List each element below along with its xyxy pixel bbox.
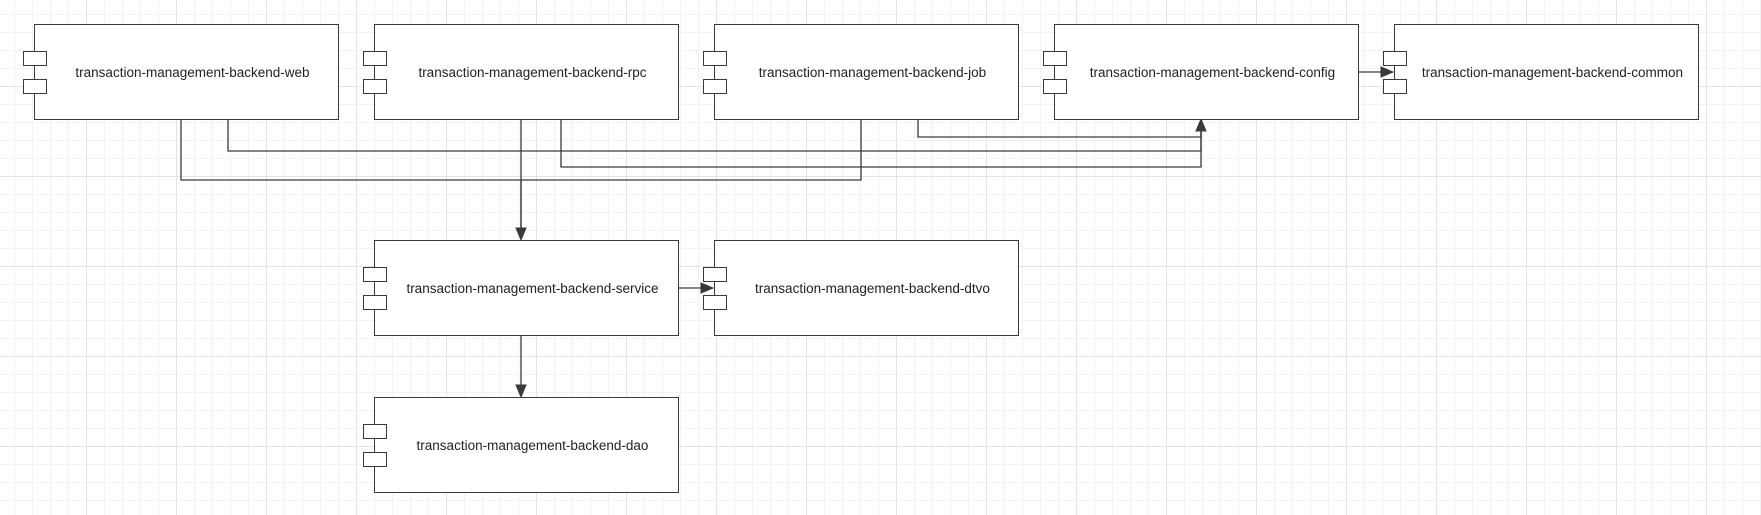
edge-arrowhead-config bbox=[1195, 117, 1207, 132]
edge-job-to-config bbox=[917, 120, 1202, 138]
component-label: transaction-management-backend-service bbox=[406, 280, 659, 296]
edge-rpc-to-config bbox=[560, 120, 1202, 168]
component-label: transaction-management-backend-dtvo bbox=[755, 280, 990, 296]
component-common[interactable]: transaction-management-backend-common bbox=[1383, 24, 1699, 120]
edge-arrowhead-service bbox=[515, 227, 527, 242]
component-port-icon bbox=[363, 51, 387, 66]
component-port-icon bbox=[363, 79, 387, 94]
component-web[interactable]: transaction-management-backend-web bbox=[23, 24, 339, 120]
edge-web-to-service bbox=[180, 120, 522, 229]
component-port-icon bbox=[23, 79, 47, 94]
edge-arrowhead-dtvo bbox=[700, 282, 715, 294]
component-port-icon bbox=[703, 51, 727, 66]
edge-web-to-config bbox=[227, 120, 1202, 152]
component-label: transaction-management-backend-common bbox=[1421, 64, 1684, 80]
component-port-icon bbox=[1383, 79, 1407, 94]
component-port-icon bbox=[703, 295, 727, 310]
component-port-icon bbox=[703, 79, 727, 94]
component-label: transaction-management-backend-web bbox=[75, 64, 310, 80]
edge-arrowhead-common bbox=[1380, 66, 1395, 78]
component-label: transaction-management-backend-dao bbox=[416, 437, 649, 453]
component-port-icon bbox=[363, 452, 387, 467]
component-port-icon bbox=[1043, 79, 1067, 94]
component-port-icon bbox=[363, 295, 387, 310]
component-port-icon bbox=[363, 424, 387, 439]
component-label: transaction-management-backend-config bbox=[1089, 64, 1336, 80]
component-port-icon bbox=[23, 51, 47, 66]
component-label: transaction-management-backend-rpc bbox=[418, 64, 647, 80]
component-rpc[interactable]: transaction-management-backend-rpc bbox=[363, 24, 679, 120]
component-service[interactable]: transaction-management-backend-service bbox=[363, 240, 679, 336]
edge-arrowhead-dao bbox=[515, 384, 527, 399]
edge-job-to-service bbox=[521, 120, 862, 181]
component-port-icon bbox=[703, 267, 727, 282]
component-config[interactable]: transaction-management-backend-config bbox=[1043, 24, 1359, 120]
component-port-icon bbox=[363, 267, 387, 282]
component-label: transaction-management-backend-job bbox=[758, 64, 987, 80]
component-port-icon bbox=[1043, 51, 1067, 66]
component-dtvo[interactable]: transaction-management-backend-dtvo bbox=[703, 240, 1019, 336]
component-dao[interactable]: transaction-management-backend-dao bbox=[363, 397, 679, 493]
component-port-icon bbox=[1383, 51, 1407, 66]
component-job[interactable]: transaction-management-backend-job bbox=[703, 24, 1019, 120]
